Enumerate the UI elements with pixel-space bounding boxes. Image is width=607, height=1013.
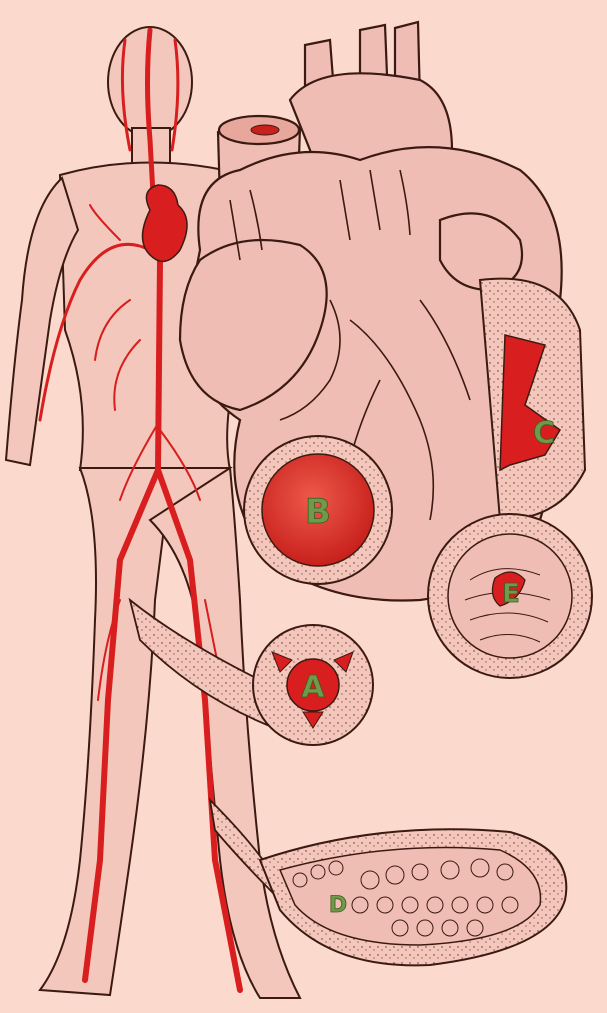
label-d: D [329, 893, 347, 918]
label-a: A [301, 670, 325, 705]
vena-cava-lumen [251, 125, 279, 135]
inset-b: B [244, 436, 392, 584]
inset-e: E [428, 514, 592, 678]
label-b: B [305, 492, 331, 532]
label-e: E [502, 579, 520, 609]
label-c: C [533, 416, 555, 451]
